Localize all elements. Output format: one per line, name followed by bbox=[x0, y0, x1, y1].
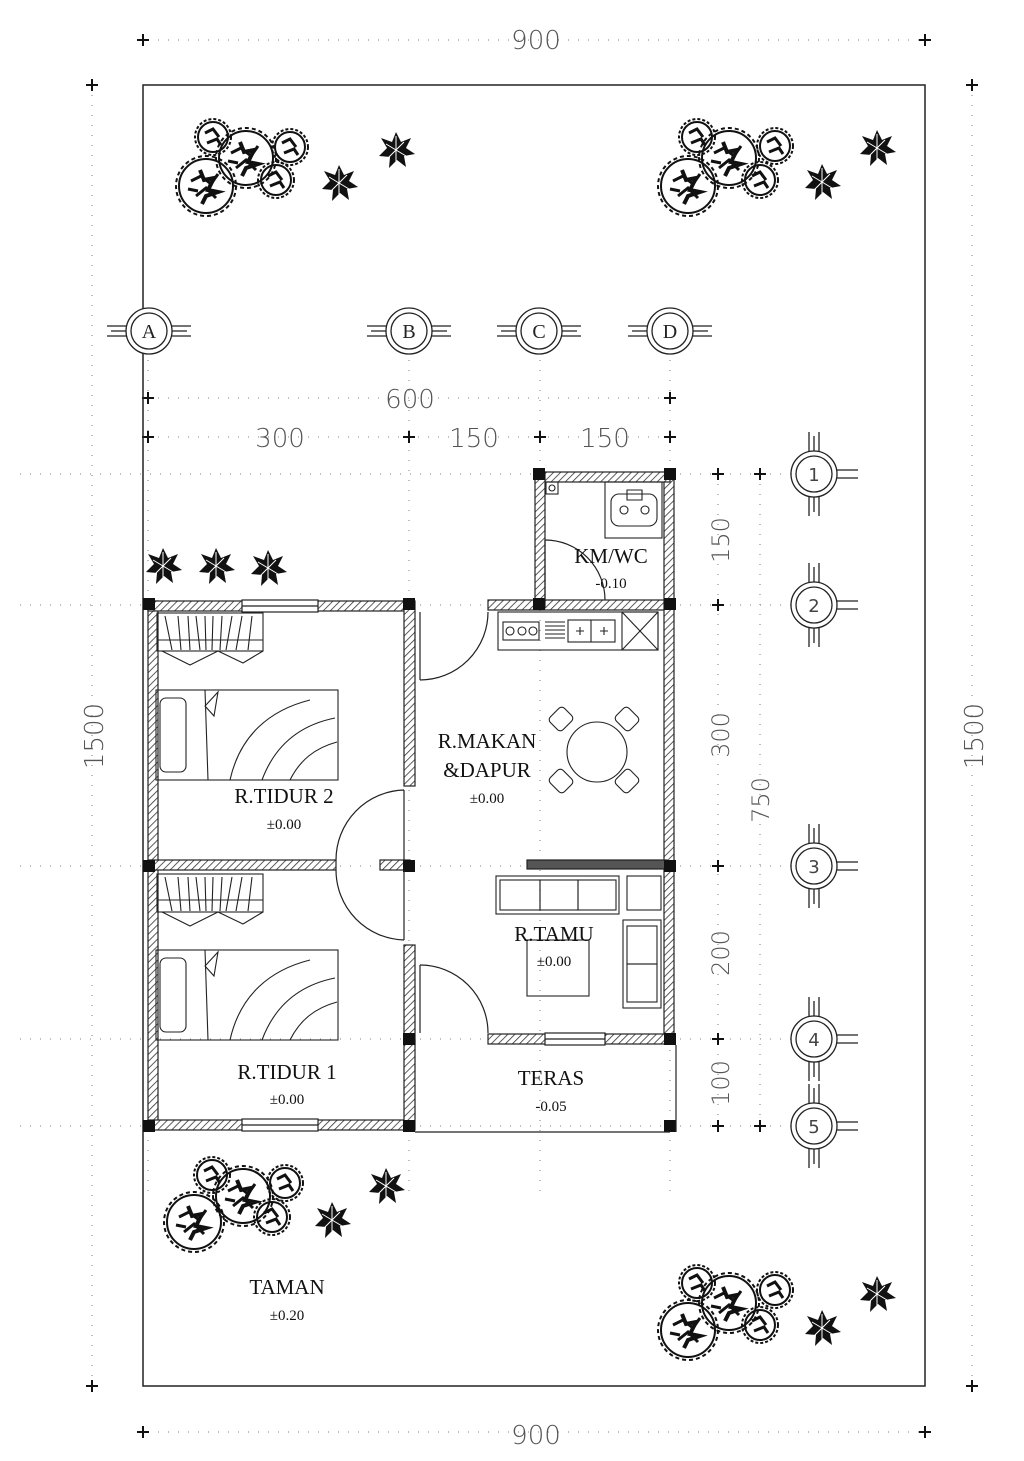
room-level-tamu: ±0.00 bbox=[537, 954, 571, 970]
tick-mark bbox=[137, 34, 149, 46]
dim-seg-ab: 300 bbox=[255, 424, 305, 454]
tick-mark bbox=[712, 599, 724, 611]
room-name-makan-line2: &DAPUR bbox=[443, 758, 531, 782]
dim-left-total: 1500 bbox=[80, 703, 110, 769]
room-name-teras: TERAS bbox=[518, 1066, 585, 1090]
svg-text:4: 4 bbox=[808, 1030, 819, 1051]
tick-mark bbox=[754, 468, 766, 480]
tick-mark bbox=[754, 1120, 766, 1132]
tree-cluster-bottom-right bbox=[656, 1263, 795, 1362]
tree-cluster-bottom-left bbox=[162, 1155, 305, 1254]
dim-seg-23: 300 bbox=[707, 712, 735, 758]
dim-bottom-total: 900 bbox=[511, 1421, 561, 1451]
room-name-tamu: R.TAMU bbox=[514, 922, 593, 946]
room-level-tidur2: ±0.00 bbox=[267, 817, 301, 833]
svg-text:5: 5 bbox=[808, 1117, 819, 1138]
tick-mark bbox=[966, 1380, 978, 1392]
svg-text:1: 1 bbox=[808, 465, 819, 486]
axis-bubble-1: 1 bbox=[790, 432, 858, 516]
dim-seg-45: 100 bbox=[707, 1060, 735, 1106]
svg-text:B: B bbox=[402, 321, 415, 343]
axis-bubble-3: 3 bbox=[790, 824, 858, 908]
room-name-makan-line1: R.MAKAN bbox=[438, 729, 537, 753]
room-level-makan: ±0.00 bbox=[470, 791, 504, 807]
site-boundary bbox=[142, 84, 926, 1387]
axis-bubble-b: B bbox=[367, 307, 451, 355]
dim-seg-cd: 150 bbox=[580, 424, 630, 454]
grid-axis-letters: A B C D bbox=[107, 307, 712, 355]
tree-cluster-top-left bbox=[174, 117, 310, 218]
axis-bubble-2: 2 bbox=[790, 563, 858, 647]
tick-mark bbox=[86, 79, 98, 91]
tree-cluster-top-right bbox=[656, 117, 795, 218]
axis-bubble-5: 5 bbox=[790, 1084, 858, 1168]
tick-mark bbox=[919, 34, 931, 46]
dim-seg-34: 200 bbox=[707, 930, 735, 976]
room-level-teras: -0.05 bbox=[535, 1099, 566, 1115]
tick-mark bbox=[712, 1033, 724, 1045]
columns bbox=[143, 468, 676, 1132]
area-name-taman: TAMAN bbox=[249, 1275, 324, 1299]
bed-bedroom-2 bbox=[155, 689, 339, 781]
dining-table bbox=[548, 706, 640, 794]
dim-inner-total: 600 bbox=[385, 385, 435, 415]
svg-text:D: D bbox=[663, 321, 677, 343]
axis-bubble-a: A bbox=[107, 307, 191, 355]
svg-text:A: A bbox=[142, 321, 157, 343]
furniture bbox=[155, 481, 663, 1041]
tick-mark bbox=[712, 860, 724, 872]
kitchen-counter bbox=[497, 611, 659, 651]
dim-seg-bc: 150 bbox=[449, 424, 499, 454]
room-level-kmwc: -0.10 bbox=[595, 576, 626, 592]
dimension-ticks bbox=[86, 34, 978, 1438]
bathroom-fixtures bbox=[545, 481, 663, 539]
doors bbox=[335, 539, 677, 1133]
sofa-set bbox=[495, 875, 662, 1009]
tick-mark bbox=[142, 431, 154, 443]
bed-bedroom-1 bbox=[155, 949, 339, 1041]
tick-mark bbox=[403, 431, 415, 443]
tick-mark bbox=[712, 468, 724, 480]
room-name-kmwc: KM/WC bbox=[574, 544, 648, 568]
svg-text:2: 2 bbox=[808, 596, 819, 617]
windows bbox=[241, 599, 606, 1132]
tick-mark bbox=[966, 79, 978, 91]
svg-text:3: 3 bbox=[808, 857, 819, 878]
axis-bubble-c: C bbox=[497, 307, 581, 355]
room-name-tidur1: R.TIDUR 1 bbox=[237, 1060, 336, 1084]
room-labels: KM/WC -0.10 R.MAKAN &DAPUR ±0.00 R.TIDUR… bbox=[234, 544, 647, 1324]
axis-bubble-4: 4 bbox=[790, 997, 858, 1081]
area-level-taman: ±0.20 bbox=[270, 1308, 304, 1324]
dim-right-total: 1500 bbox=[960, 703, 990, 769]
tick-mark bbox=[86, 1380, 98, 1392]
tick-mark bbox=[664, 392, 676, 404]
grid-axis-numbers: 1 2 3 4 5 bbox=[790, 432, 858, 1168]
dim-seg-12: 150 bbox=[707, 517, 735, 563]
tick-mark bbox=[534, 431, 546, 443]
tick-mark bbox=[664, 431, 676, 443]
tick-mark bbox=[137, 1426, 149, 1438]
room-level-tidur1: ±0.00 bbox=[270, 1092, 304, 1108]
dim-top-total: 900 bbox=[511, 26, 561, 56]
svg-text:C: C bbox=[532, 321, 545, 343]
tick-mark bbox=[712, 1120, 724, 1132]
room-name-tidur2: R.TIDUR 2 bbox=[234, 784, 333, 808]
tick-mark bbox=[142, 392, 154, 404]
dim-seg-35: 750 bbox=[747, 777, 775, 823]
wardrobe-bedroom-2 bbox=[156, 612, 264, 666]
wardrobe-bedroom-1 bbox=[156, 873, 264, 927]
tick-mark bbox=[919, 1426, 931, 1438]
axis-bubble-d: D bbox=[628, 307, 712, 355]
